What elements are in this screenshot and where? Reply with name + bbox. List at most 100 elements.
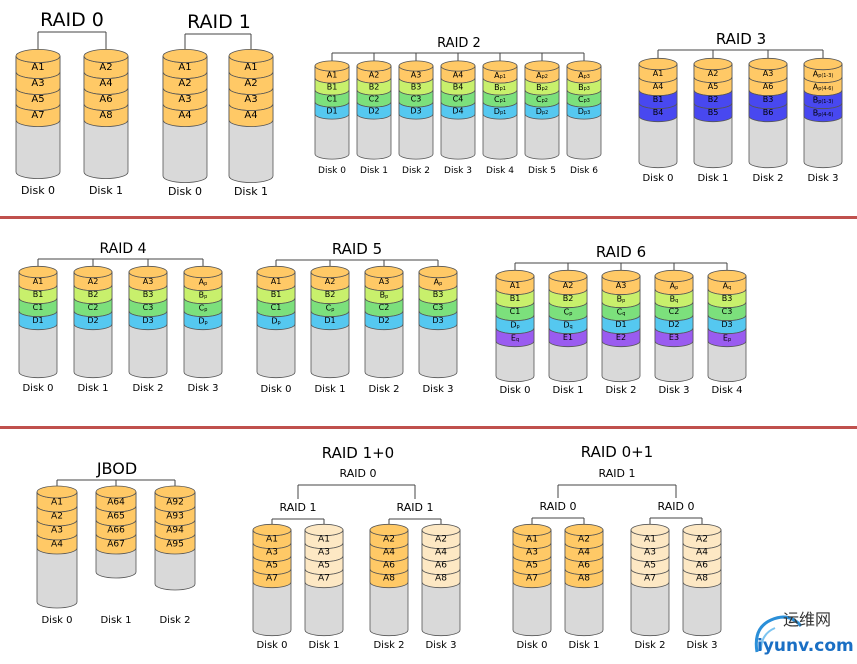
block-label: A3	[318, 548, 330, 558]
top-level-label: RAID 1	[599, 467, 636, 480]
block-label: A7	[644, 574, 656, 584]
block-label: B2	[708, 95, 719, 104]
disk-top	[548, 269, 588, 283]
disk-top	[630, 523, 670, 537]
disk-top	[314, 60, 350, 72]
disk-top	[15, 49, 61, 64]
block-label: A2	[99, 62, 112, 73]
block-label: Bq	[670, 294, 679, 304]
block-label: B3	[763, 95, 774, 104]
data-block	[693, 102, 733, 123]
disk-label: Disk 2	[402, 166, 430, 176]
data-block	[564, 568, 604, 589]
block-label: D1	[615, 320, 626, 329]
block-label: B1	[653, 95, 664, 104]
data-block	[304, 568, 344, 589]
disk-label: Disk 3	[444, 166, 472, 176]
data-block	[748, 102, 788, 123]
disk-label: Disk 6	[570, 166, 598, 176]
block-label: B4	[653, 108, 664, 117]
block-label: A3	[763, 69, 774, 78]
disk-label: Disk 0	[260, 384, 291, 395]
block-label: Cp	[199, 303, 208, 313]
block-label: A1	[327, 70, 338, 79]
block-label: A3	[644, 548, 656, 558]
block-label: Cp	[564, 307, 573, 317]
diagram-title: RAID 3	[716, 30, 766, 48]
block-label: Dp1	[494, 106, 506, 116]
block-label: Ap	[670, 281, 679, 291]
data-block	[548, 327, 588, 348]
block-label: B5	[708, 108, 719, 117]
block-label: A6	[435, 561, 447, 571]
disk-label: Disk 3	[658, 385, 689, 396]
disk-top	[512, 523, 552, 537]
block-label: Bp	[199, 290, 208, 300]
block-label: D3	[721, 320, 732, 329]
data-block	[36, 533, 78, 555]
data-block	[154, 533, 196, 555]
disk-top	[356, 60, 392, 72]
block-label: Bp3	[578, 82, 590, 92]
disk-label: Disk 1	[314, 384, 345, 395]
block-label: A5	[526, 561, 538, 571]
diagram-title: RAID 1	[187, 11, 251, 33]
block-label: A6	[763, 82, 774, 91]
watermark-swoosh-icon	[754, 615, 803, 653]
data-block	[654, 327, 694, 348]
block-label: Dq	[563, 320, 572, 330]
data-block	[398, 101, 434, 120]
block-label: A1	[244, 62, 257, 73]
block-label: A1	[653, 69, 664, 78]
block-label: A3	[411, 70, 422, 79]
block-label: C3	[433, 303, 444, 312]
data-block	[707, 327, 747, 348]
block-label: Ap(4-6)	[813, 82, 834, 92]
block-label: D2	[368, 106, 379, 115]
disk-top	[748, 57, 788, 71]
block-label: A2	[369, 70, 380, 79]
block-label: A4	[453, 70, 464, 79]
disk-label: Disk 0	[168, 185, 202, 198]
block-label: B6	[763, 108, 774, 117]
disk-label: Disk 3	[422, 384, 453, 395]
group-label: RAID 1	[397, 501, 434, 514]
disk-label: Disk 0	[41, 615, 72, 626]
disk-label: Disk 1	[552, 385, 583, 396]
block-label: C1	[510, 307, 521, 316]
disk-top	[364, 265, 404, 279]
block-label: B2	[369, 82, 380, 91]
block-label: Aq	[723, 281, 732, 291]
data-block	[128, 310, 168, 331]
block-label: A8	[435, 574, 447, 584]
block-label: D2	[87, 316, 98, 325]
block-label: A66	[107, 525, 125, 535]
block-label: Cp2	[536, 94, 548, 104]
block-label: A1	[644, 535, 656, 545]
block-label: B3	[143, 290, 154, 299]
block-label: Ap1	[494, 70, 506, 80]
block-label: E1	[563, 333, 573, 342]
disk-label: Disk 3	[807, 173, 838, 184]
disk-top	[564, 523, 604, 537]
diagram-title: RAID 0+1	[581, 443, 653, 461]
block-label: A1	[318, 535, 330, 545]
block-label: A5	[266, 561, 278, 571]
data-block	[162, 103, 208, 127]
block-label: A1	[33, 277, 44, 286]
disk-top	[36, 485, 78, 499]
block-label: A2	[696, 535, 708, 545]
